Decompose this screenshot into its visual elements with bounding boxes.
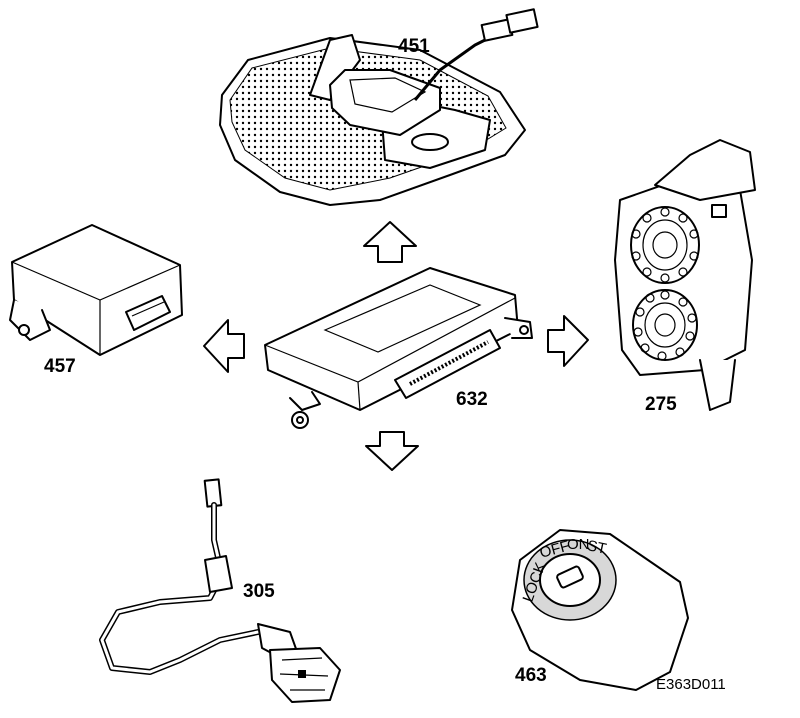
control-unit: 632	[264, 267, 533, 429]
marking-on: ON	[567, 536, 590, 553]
arrow-down	[365, 431, 419, 471]
label-sensor-cable: 305	[243, 581, 275, 602]
arrow-left	[203, 319, 245, 373]
ignition-switch: OFF ON ST LOCK 463	[511, 529, 689, 691]
figure-reference: E363D011	[656, 676, 726, 693]
immobiliser-module: 457	[9, 224, 183, 377]
label-overhead-console: 451	[398, 36, 430, 57]
marking-st: ST	[586, 537, 608, 558]
arrow-up	[363, 221, 417, 263]
siren: 275	[614, 139, 756, 415]
sensor-cable: 305	[99, 478, 341, 703]
label-ignition-switch: 463	[515, 665, 547, 686]
arrow-right	[547, 315, 589, 367]
label-siren: 275	[645, 394, 677, 415]
overhead-console: 451	[219, 8, 539, 206]
label-immobiliser-module: 457	[44, 356, 76, 377]
label-control-unit: 632	[456, 389, 488, 410]
